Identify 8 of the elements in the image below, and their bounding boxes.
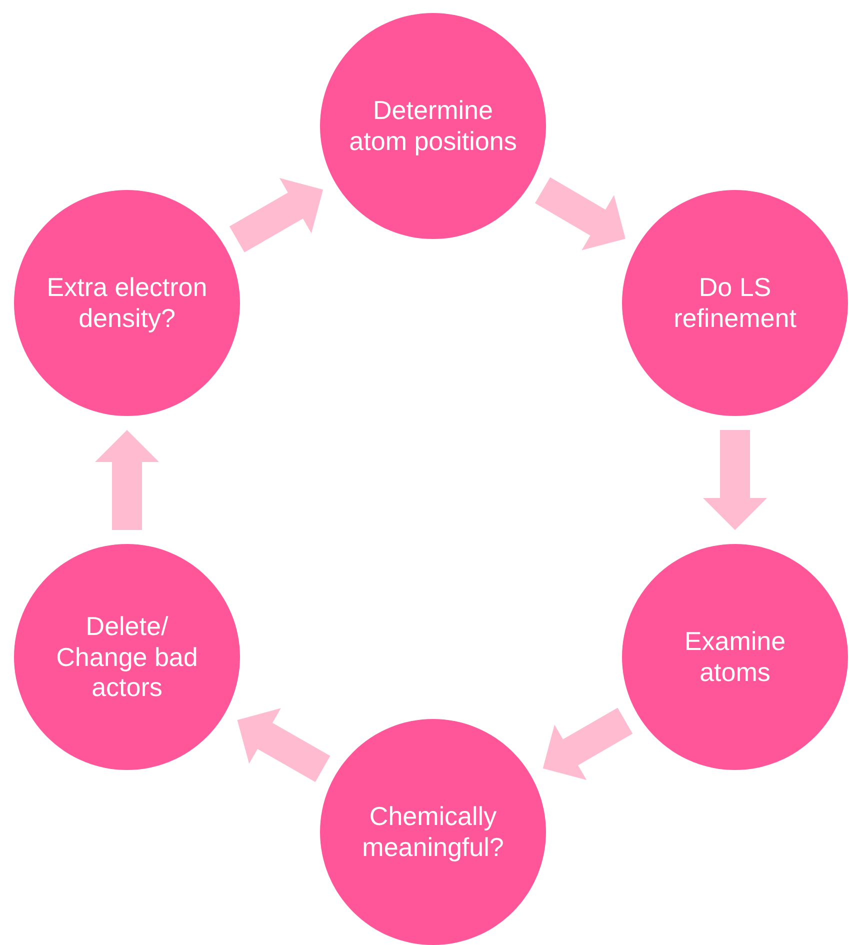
step-label: Examine atoms	[683, 626, 787, 688]
block-arrow	[95, 430, 159, 530]
step-label: Extra electron density?	[46, 272, 208, 334]
step-label: Do LS refinement	[672, 272, 798, 334]
step-label: Determine atom positions	[348, 95, 518, 157]
block-arrow	[703, 430, 767, 530]
step-label: Chemically meaningful?	[361, 801, 505, 863]
step-label: Delete/ Change bad actors	[55, 610, 199, 703]
